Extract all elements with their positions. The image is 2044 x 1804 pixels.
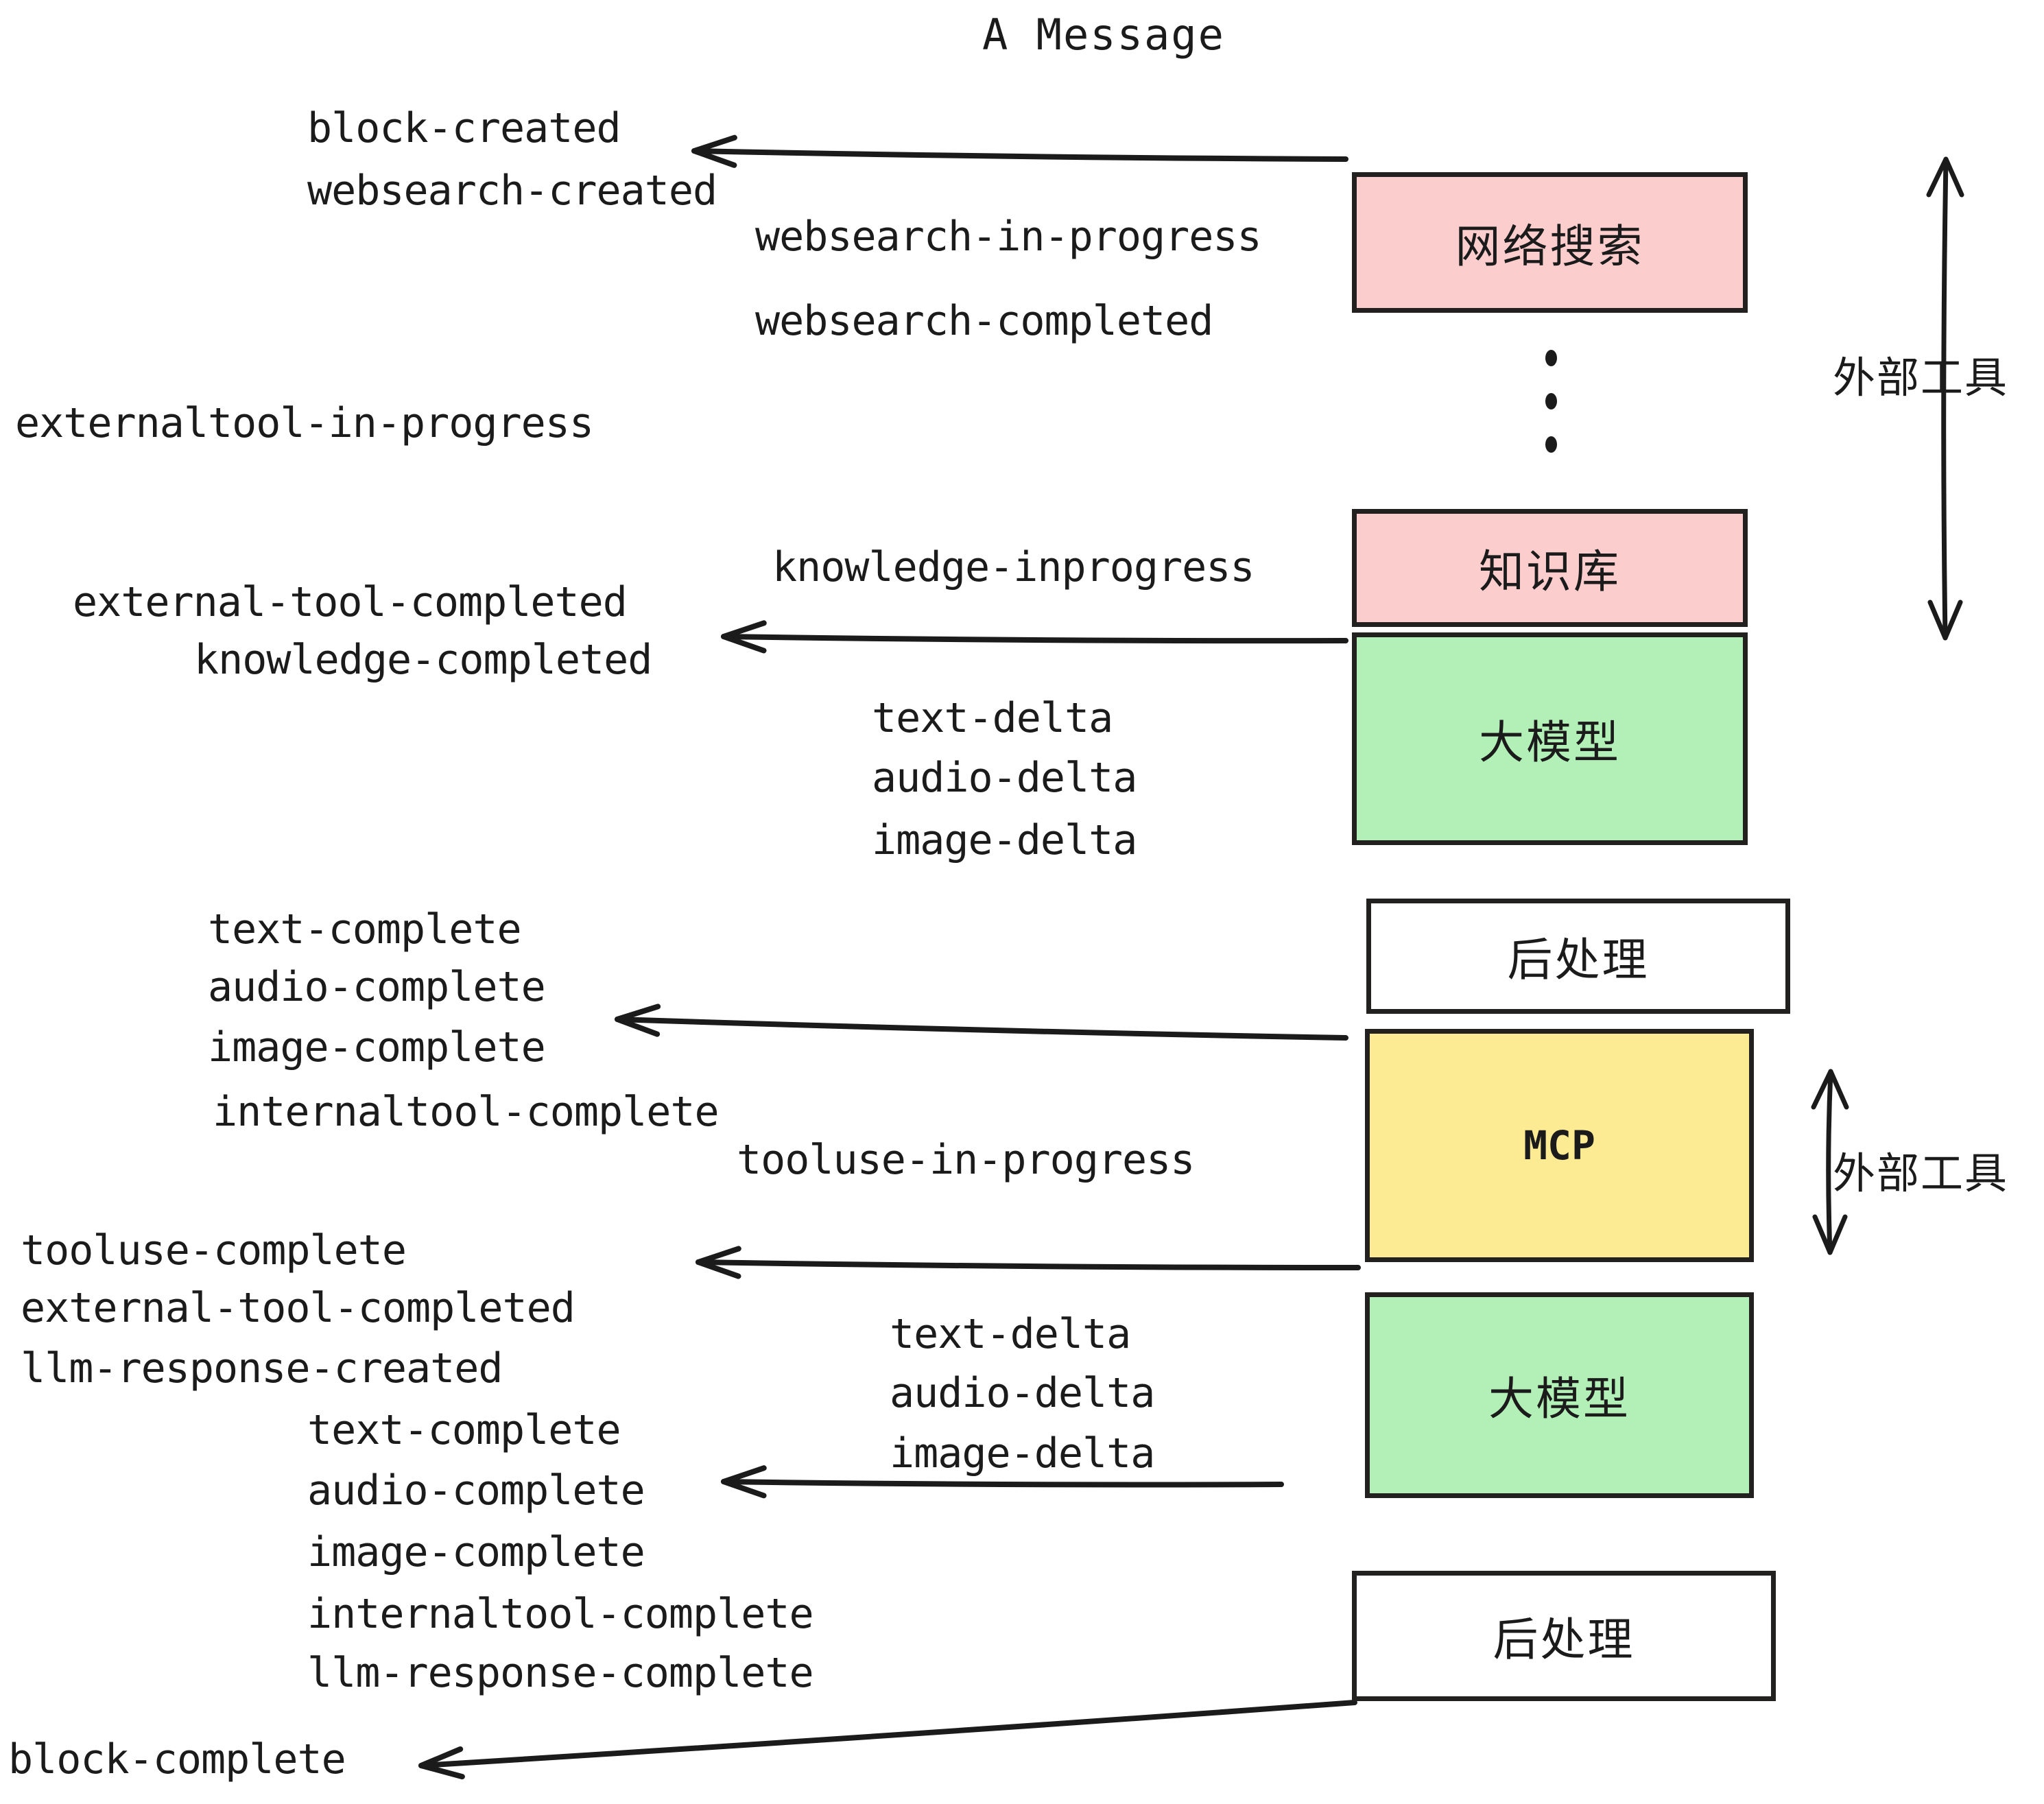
event-label-block-created: block-created	[307, 104, 621, 152]
arrow-head	[721, 1465, 767, 1499]
box-mcp: MCP	[1365, 1029, 1754, 1262]
arrow-arrow-image-complete	[615, 1004, 1348, 1041]
arrow-head	[721, 620, 767, 654]
event-label-websearch-in-progress: websearch-in-progress	[755, 213, 1262, 261]
box-websearch: 网络搜索	[1352, 172, 1748, 313]
box-label: 网络搜索	[1455, 219, 1645, 273]
event-label-audio-delta-2: audio-delta	[890, 1369, 1155, 1417]
arrow-head	[696, 1246, 741, 1279]
event-label-tooluse-complete: tooluse-complete	[21, 1226, 407, 1274]
vertical-ellipsis-icon	[1545, 350, 1557, 453]
arrow-head	[615, 1004, 661, 1037]
event-label-llm-response-complete: llm-response-complete	[307, 1649, 814, 1697]
ellipsis-dot	[1545, 393, 1557, 410]
double-arrow-head-down	[1812, 1214, 1848, 1255]
double-arrow-head-down	[1927, 600, 1963, 641]
side-label-external-tool-bottom: 外部工具	[1833, 1148, 2009, 1198]
event-label-websearch-created: websearch-created	[307, 167, 717, 215]
event-label-image-complete-1: image-complete	[208, 1023, 546, 1071]
event-label-external-tool-completed-1: external-tool-completed	[73, 578, 628, 626]
box-label: 大模型	[1488, 1373, 1630, 1425]
event-label-text-complete-1: text-complete	[208, 905, 522, 953]
arrow-arrow-knowledge	[721, 620, 1348, 654]
event-label-internaltool-complete-1: internaltool-complete	[213, 1088, 720, 1136]
box-label: 知识库	[1479, 545, 1621, 598]
event-label-knowledge-inprogress: knowledge-inprogress	[772, 543, 1255, 591]
ellipsis-dot	[1545, 350, 1557, 366]
arrow-shaft	[721, 1479, 1284, 1488]
double-arrow-shaft	[1826, 1069, 1833, 1255]
arrow-arrow-block-complete	[418, 1700, 1357, 1780]
arrow-shaft	[721, 634, 1348, 644]
event-label-externaltool-in-progress: externaltool-in-progress	[15, 399, 594, 447]
event-label-internaltool-complete-2: internaltool-complete	[307, 1590, 814, 1638]
arrow-shaft	[418, 1700, 1357, 1768]
page-title: A Message	[982, 10, 1225, 60]
box-llm-1: 大模型	[1352, 632, 1748, 845]
event-label-audio-complete-2: audio-complete	[307, 1467, 645, 1515]
event-label-audio-complete-1: audio-complete	[208, 963, 546, 1011]
event-label-llm-response-created: llm-response-created	[21, 1344, 503, 1392]
event-label-image-delta-2: image-delta	[890, 1429, 1155, 1477]
event-label-audio-delta-1: audio-delta	[872, 754, 1137, 802]
arrow-head	[418, 1746, 465, 1780]
double-arrow-head-up	[1811, 1069, 1849, 1110]
event-label-external-tool-completed-2: external-tool-completed	[21, 1284, 575, 1332]
double-arrow-head-up	[1926, 156, 1964, 198]
box-label: MCP	[1523, 1122, 1595, 1169]
side-label-external-tool-top: 外部工具	[1833, 353, 2009, 403]
ellipsis-dot	[1545, 436, 1557, 453]
event-label-text-delta-1: text-delta	[872, 694, 1113, 742]
arrow-shaft	[691, 148, 1348, 162]
box-llm-2: 大模型	[1365, 1292, 1754, 1498]
event-label-block-complete: block-complete	[8, 1735, 346, 1783]
box-label: 后处理	[1507, 934, 1650, 986]
event-label-image-delta-1: image-delta	[872, 816, 1137, 864]
event-label-text-complete-2: text-complete	[307, 1406, 621, 1454]
arrow-arrow-tooluse	[696, 1246, 1361, 1279]
arrow-arrow-block-created	[691, 134, 1348, 168]
box-label: 大模型	[1479, 716, 1621, 769]
box-label: 后处理	[1493, 1613, 1635, 1666]
event-label-image-complete-2: image-complete	[307, 1528, 645, 1576]
event-label-websearch-completed: websearch-completed	[755, 297, 1213, 345]
box-knowledge: 知识库	[1352, 509, 1748, 627]
event-label-tooluse-in-progress: tooluse-in-progress	[737, 1136, 1195, 1184]
arrow-shaft	[615, 1017, 1348, 1041]
arrow-shaft	[696, 1259, 1361, 1270]
box-postprocess-2: 后处理	[1352, 1571, 1776, 1701]
event-label-text-delta-2: text-delta	[890, 1310, 1131, 1358]
box-postprocess-1: 后处理	[1366, 899, 1790, 1014]
arrow-head	[691, 134, 737, 168]
event-label-knowledge-completed: knowledge-completed	[194, 636, 652, 684]
